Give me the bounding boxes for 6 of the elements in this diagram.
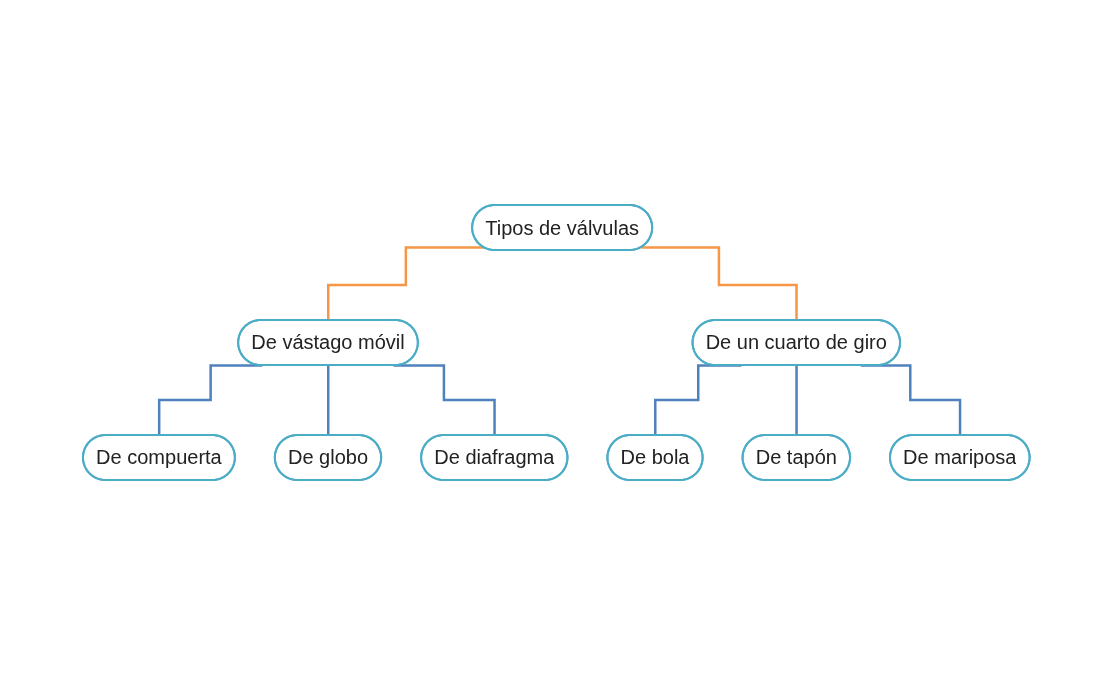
connector — [157, 364, 263, 437]
connector — [393, 364, 496, 437]
connector — [326, 246, 484, 322]
connector — [641, 246, 798, 322]
connector — [326, 364, 330, 437]
connector — [795, 364, 798, 437]
